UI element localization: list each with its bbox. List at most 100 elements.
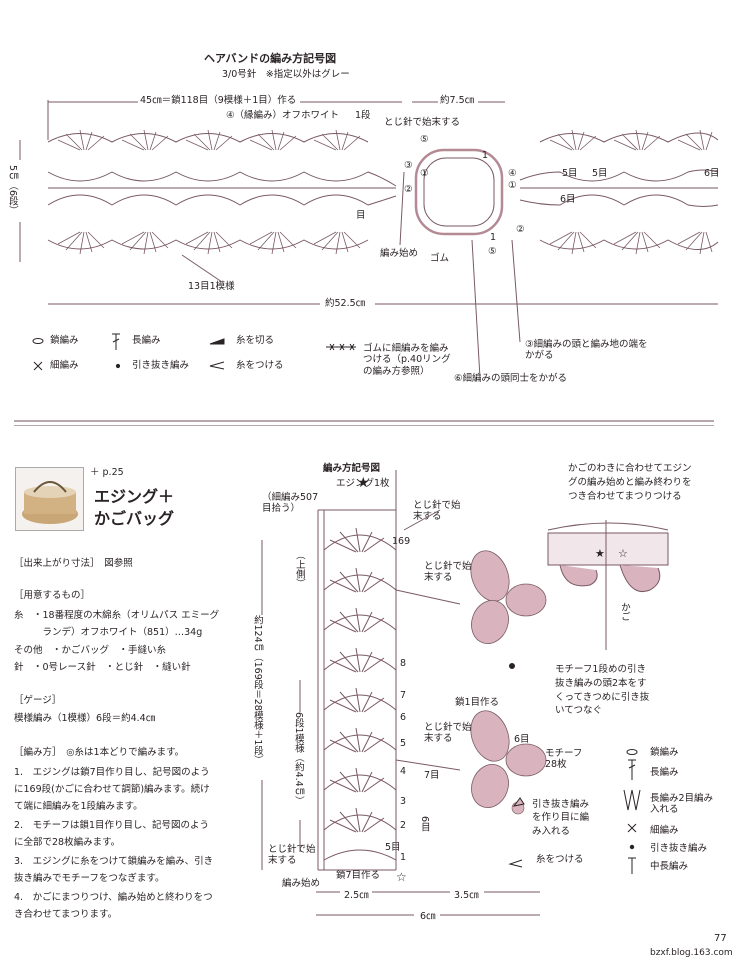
circle-mark-7: ⑤ xyxy=(488,246,497,257)
motif-note: モチーフ1段めの引き抜き編みの頭2本をすくってきつめに引き抜いてつなぐ xyxy=(555,664,650,717)
chart-legend-sc: 細編み xyxy=(650,825,679,836)
sc-icon xyxy=(33,361,43,371)
star-marker: ★ xyxy=(357,475,370,491)
headband-note6: ⑥細編みの頭同士をかがる xyxy=(454,373,568,384)
row-num-7: 7 xyxy=(400,690,407,701)
svg-text:★: ★ xyxy=(595,547,605,560)
headband-fasten-label: とじ針で始末する xyxy=(384,117,461,128)
step-line-5: に全部で28枚編みます。 xyxy=(14,837,121,848)
materials-line-1: 糸 ・18番程度の木綿糸（オリムパス エミーグ xyxy=(14,610,220,621)
chart-legend-dc2: 長編み2目編み入れる xyxy=(650,793,714,816)
size-label: ［出来上がり寸法］ 図参照 xyxy=(14,558,133,569)
step-line-1: 1. エジングは鎖7目作り目し、記号図のよう xyxy=(14,767,210,778)
row-num-169: 169 xyxy=(392,536,411,547)
step-line-2: に169段(かごに合わせて調節)編みます。続け xyxy=(14,784,210,795)
chart-chain7: 鎖7目作る xyxy=(336,870,381,881)
row-mark-3: 6目 xyxy=(560,194,576,205)
chart-w-right: 3.5㎝ xyxy=(454,890,479,901)
headband-start-label: 編み始め xyxy=(380,248,419,259)
chain-icon xyxy=(32,338,44,344)
bag-page-ref: ＋ p.25 xyxy=(90,467,124,478)
circle-mark-4: ① xyxy=(508,180,517,191)
chart-start-label: 編み始め xyxy=(282,878,321,889)
slip-note: 引き抜き編みを作り目に編み入れる xyxy=(532,799,590,837)
chart-edging-row: エジング1枚 xyxy=(336,478,390,489)
chart-w-total: 6㎝ xyxy=(420,911,436,922)
circle-mark-8: ② xyxy=(516,224,525,235)
row-num-3: 3 xyxy=(400,796,407,807)
chart-legend-slip: 引き抜き編み xyxy=(650,843,708,854)
circle-mark-1: ⑤ xyxy=(420,134,429,145)
headband-height-label: 5㎝（6段） xyxy=(6,165,18,216)
step-line-3: て端に細編みを1段編みます。 xyxy=(14,801,143,812)
bag-title-1: エジング＋ xyxy=(94,487,175,506)
svg-text:☆: ☆ xyxy=(618,547,628,560)
row-num-6me-motif: 6目 xyxy=(514,734,530,745)
cut-icon xyxy=(209,338,225,345)
chart-length-label: 約124㎝（169段＝28模様＋1段） xyxy=(251,615,263,765)
section-divider-thin xyxy=(14,425,714,426)
row-num-1: 1 xyxy=(400,852,407,863)
step-line-4: 2. モチーフは鎖1目作り目し、記号図のよう xyxy=(14,820,210,831)
row-mark-4: 6目 xyxy=(704,168,720,179)
row-num-7me: 7目 xyxy=(424,770,440,781)
headband-note3: ③細編みの頭と編み地の端をかがる xyxy=(525,339,648,362)
legend-chain-label: 鎖編み xyxy=(50,335,79,346)
chart-repeat-label: 6段1模様（約4.4㎝） xyxy=(292,712,304,806)
chart-fasten-bottom: とじ針で始末する xyxy=(268,844,316,867)
chart-legend-chain: 鎖編み xyxy=(650,747,679,758)
section-divider xyxy=(14,420,714,422)
chart-sc-pick: （細編み507目拾う） xyxy=(262,492,319,515)
circle-mark-5: ④ xyxy=(508,168,517,179)
bag-title-2: かごバッグ xyxy=(94,509,175,528)
row-mark-1: 5目 xyxy=(562,168,578,179)
headband-total-label: 約52.5㎝ xyxy=(325,298,366,309)
chart-title: 編み方記号図 xyxy=(323,463,381,474)
row-num-5: 5 xyxy=(400,738,407,749)
materials-line-4: 針 ・0号レース針 ・とじ針 ・縫い針 xyxy=(14,662,191,673)
step-line-6: 3. エジングに糸をつけて鎖編みを編み、引き xyxy=(14,856,214,867)
motif-lower xyxy=(470,710,547,808)
headband-subtitle: 3/0号針 ※指定以外はグレー xyxy=(222,69,350,80)
step-line-7: 抜き編みでモチーフをつなぎます。 xyxy=(14,873,165,884)
circle-mark-6: ① xyxy=(420,168,429,179)
row-num-4: 4 xyxy=(400,766,407,777)
row-mark-6: 1 xyxy=(482,150,489,161)
basket-label: かご xyxy=(618,602,630,621)
headband-chart xyxy=(19,100,719,379)
legend-dc-label: 長編み xyxy=(132,335,161,346)
chart-w-left: 2.5㎝ xyxy=(344,890,369,901)
edging-chart: ★ ☆ ★ ☆ xyxy=(261,470,669,916)
step-line-8: 4. かごにまつりつけ、編み始めと終わりをつ xyxy=(14,892,213,903)
legend-join-label: 糸をつける xyxy=(236,360,284,371)
headband-width-right: 約7.5㎝ xyxy=(440,95,475,106)
motif-count: モチーフ28枚 xyxy=(545,748,583,771)
gauge-label: ［ゲージ］ xyxy=(14,695,62,706)
chart-fasten-motif1: とじ針で始末する xyxy=(424,561,472,584)
gauge-text: 模様編み（1模様）6段＝約4.4㎝ xyxy=(14,713,156,724)
chart-up-label: （上側） xyxy=(293,550,305,588)
bag-thumbnail xyxy=(15,467,84,531)
legend-cut-label: 糸を切る xyxy=(236,335,275,346)
chart-legend-hdc: 中長編み xyxy=(650,861,689,872)
circle-mark-2: ③ xyxy=(404,160,413,171)
row-mark-5: 目 xyxy=(356,210,366,221)
rubber-sc-icon xyxy=(326,343,356,351)
headband-pattern-label: 13目1模様 xyxy=(188,281,235,292)
headband-title: ヘアバンドの編み方記号図 xyxy=(204,52,337,65)
watermark: bzxf.blog.163.com xyxy=(650,948,733,958)
headband-rubber-note: ゴムに細編みを編みつける（p.40リングの編み方参照） xyxy=(363,343,451,377)
chart-fasten-motif2: とじ針で始末する xyxy=(424,722,472,745)
row-num-5me: 5目 xyxy=(385,842,401,853)
headband-rubber-label: ゴム xyxy=(430,253,450,264)
method-label: ［編み方］ ◎糸は1本どりで編みます。 xyxy=(14,747,185,758)
circle-mark-3: ② xyxy=(404,184,413,195)
dc-icon xyxy=(112,333,120,350)
basket-inset xyxy=(547,520,669,650)
row-num-6me: 6目 xyxy=(418,816,430,832)
star-outline-marker: ☆ xyxy=(396,870,407,884)
materials-label: ［用意するもの］ xyxy=(14,590,91,601)
motif-upper xyxy=(470,550,547,644)
headband-width-label: 45㎝＝鎖118目（9模様＋1目）作る xyxy=(140,95,297,106)
chart-chain1: 鎖1目作る xyxy=(455,697,500,708)
